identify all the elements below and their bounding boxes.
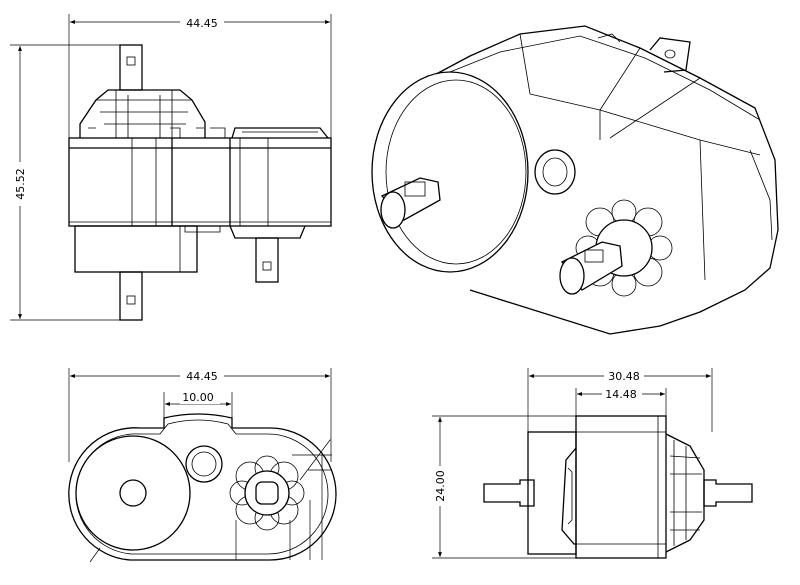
front-view: 44.45 10.00 (68, 368, 337, 563)
top-height-dimension-label: 45.52 (14, 168, 27, 200)
front-width-dimension-label: 44.45 (186, 370, 218, 383)
front-output-gear (229, 455, 305, 531)
front-tab-dimension-label: 10.00 (182, 391, 214, 404)
isometric-view (371, 25, 779, 335)
side-body-dimension-label: 14.48 (605, 388, 637, 401)
side-view: 30.48 14.48 24.00 (432, 368, 753, 559)
side-height-dimension-label: 24.00 (434, 470, 447, 502)
side-overall-dimension-label: 30.48 (608, 370, 640, 383)
top-width-dimension-label: 44.45 (186, 17, 218, 30)
top-view: 44.45 45.52 (10, 14, 332, 321)
